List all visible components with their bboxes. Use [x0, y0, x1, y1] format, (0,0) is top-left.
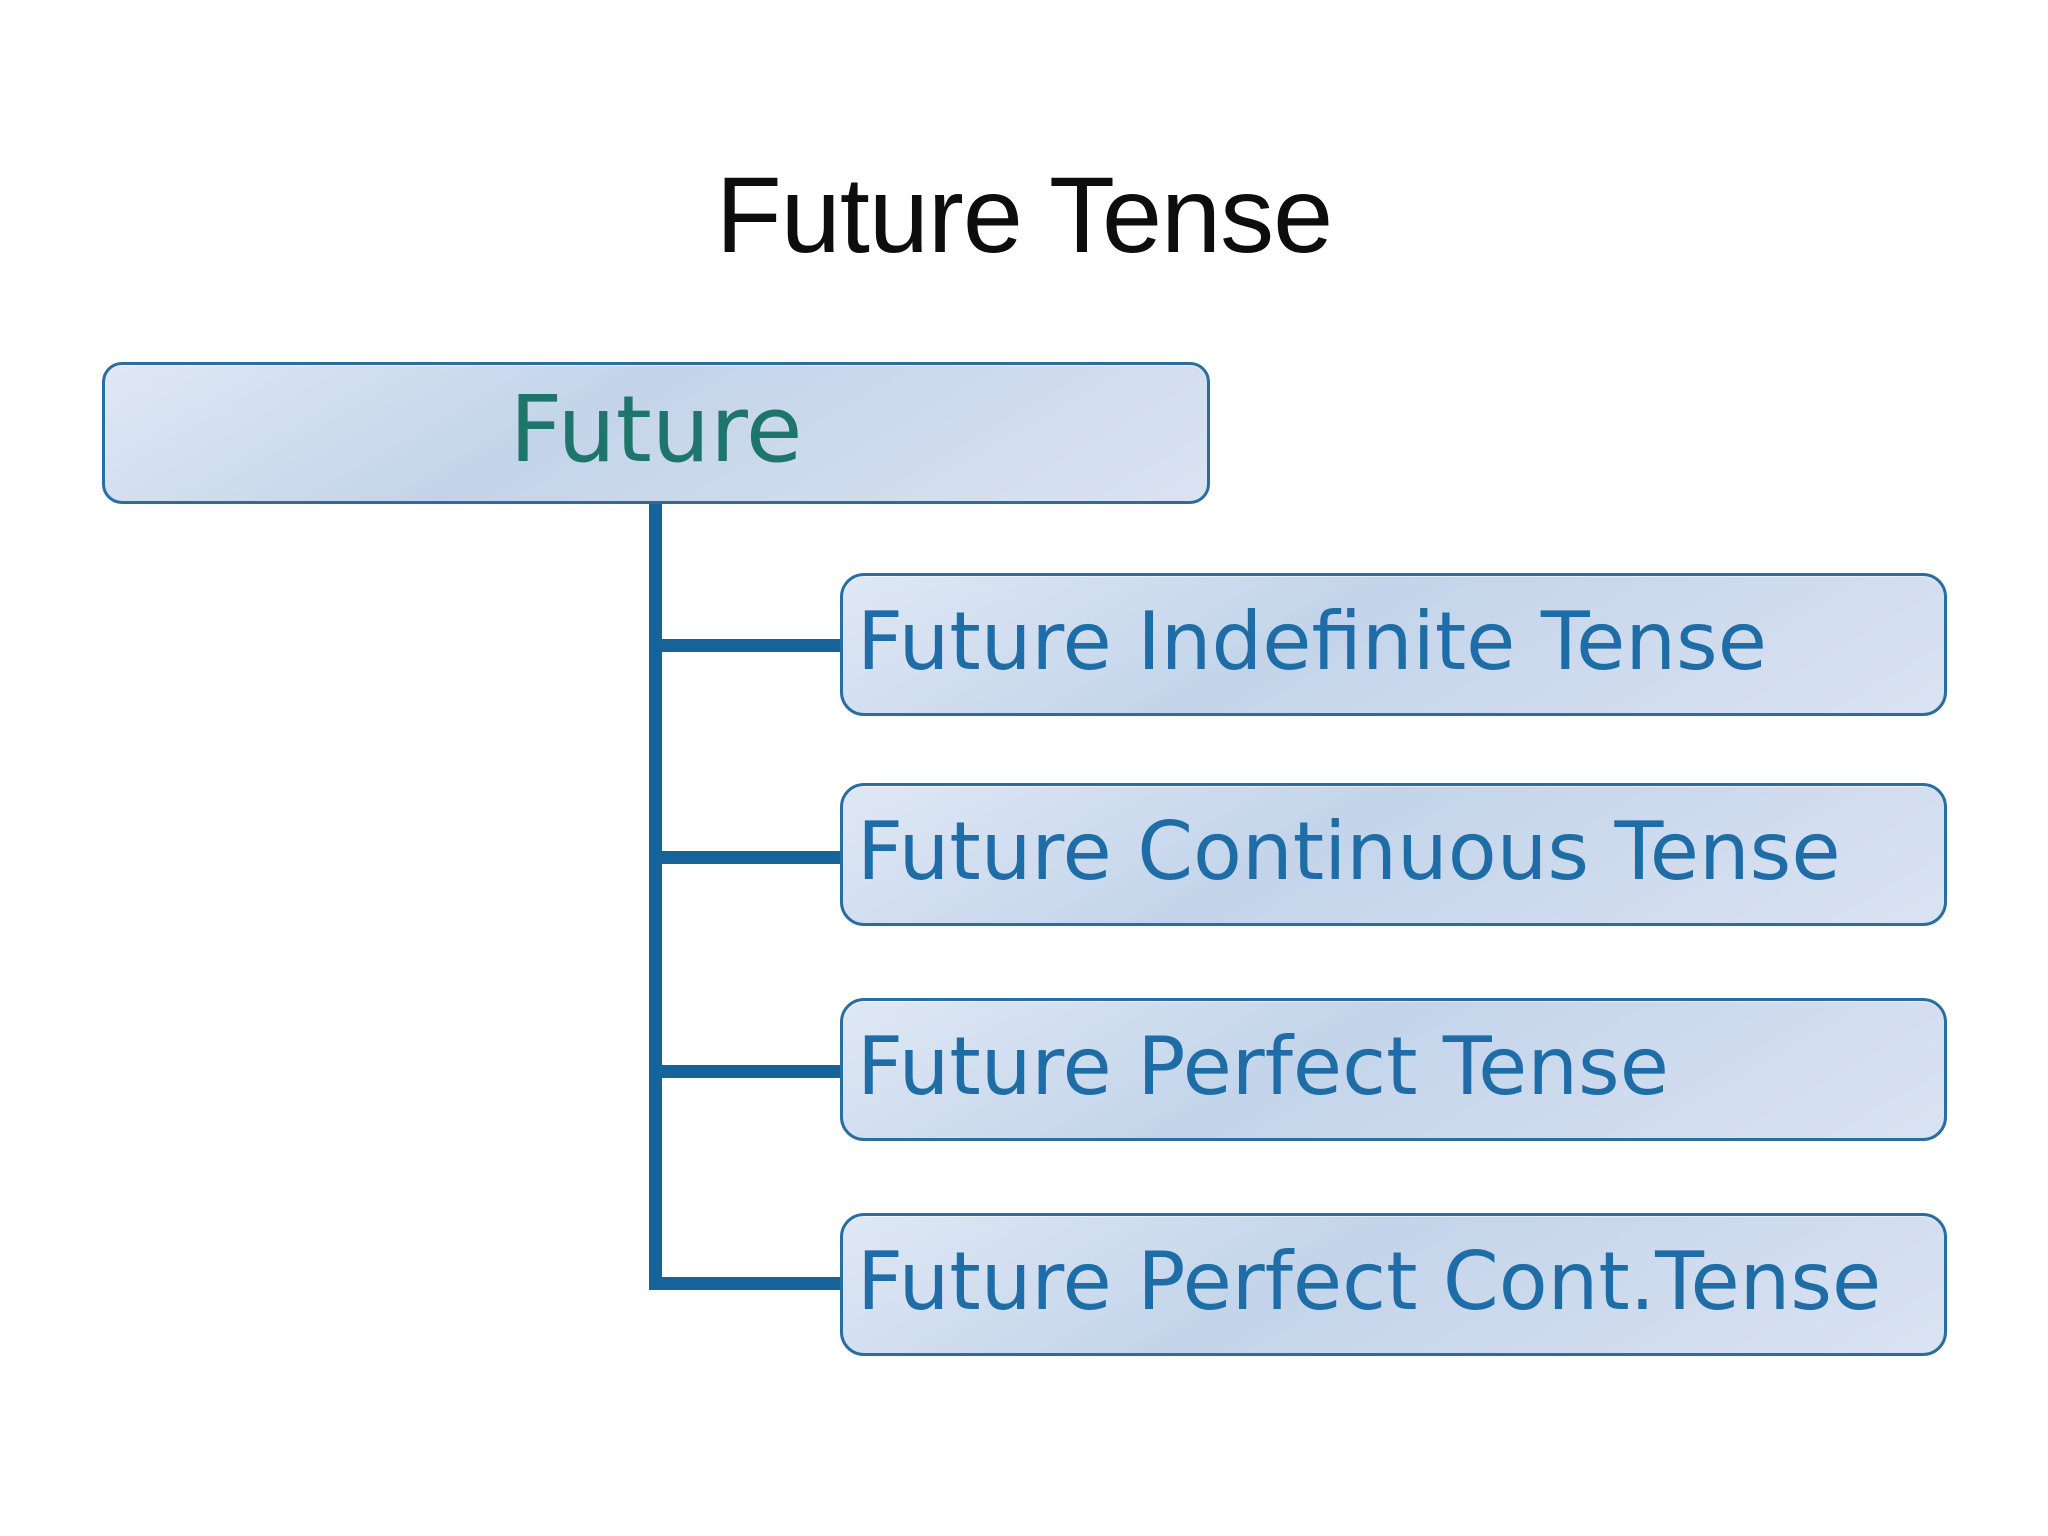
- branch-connector-1: [655, 639, 845, 652]
- child-node-label: Future Perfect Tense: [857, 1019, 1669, 1113]
- root-node-future: Future: [102, 362, 1210, 504]
- child-node-label: Future Indefinite Tense: [857, 594, 1767, 688]
- root-node-label: Future: [509, 376, 803, 483]
- child-node-future-indefinite: Future Indefinite Tense: [840, 573, 1947, 716]
- child-node-future-perfect: Future Perfect Tense: [840, 998, 1947, 1141]
- tree-trunk-connector: [649, 500, 662, 1290]
- child-node-future-perfect-continuous: Future Perfect Cont.Tense: [840, 1213, 1947, 1356]
- child-node-label: Future Perfect Cont.Tense: [857, 1234, 1882, 1328]
- branch-connector-4: [655, 1277, 845, 1290]
- child-node-label: Future Continuous Tense: [857, 804, 1841, 898]
- slide-title: Future Tense: [715, 154, 1333, 275]
- child-node-future-continuous: Future Continuous Tense: [840, 783, 1947, 926]
- branch-connector-2: [655, 851, 845, 864]
- branch-connector-3: [655, 1065, 845, 1078]
